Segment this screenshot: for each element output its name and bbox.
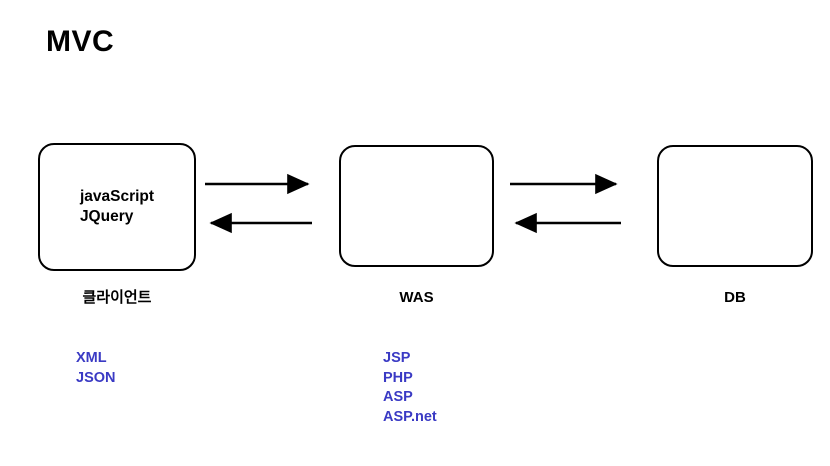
node-box-client-label: javaScript JQuery — [79, 188, 155, 225]
node-caption-was: WAS — [399, 289, 434, 306]
tech-list-client: XML JSON — [76, 350, 116, 386]
node-box-client[interactable]: javaScript JQuery — [38, 143, 196, 271]
page-title: MVC — [46, 25, 115, 58]
node-box-was[interactable] — [339, 145, 494, 267]
connector-client-was — [205, 173, 312, 234]
node-caption-db: DB — [724, 289, 746, 306]
node-caption-client: 클라이언트 — [82, 289, 152, 306]
node-box-db[interactable] — [657, 145, 813, 267]
connector-was-db — [510, 173, 621, 234]
tech-list-was: JSP PHP ASP ASP.net — [383, 350, 437, 425]
